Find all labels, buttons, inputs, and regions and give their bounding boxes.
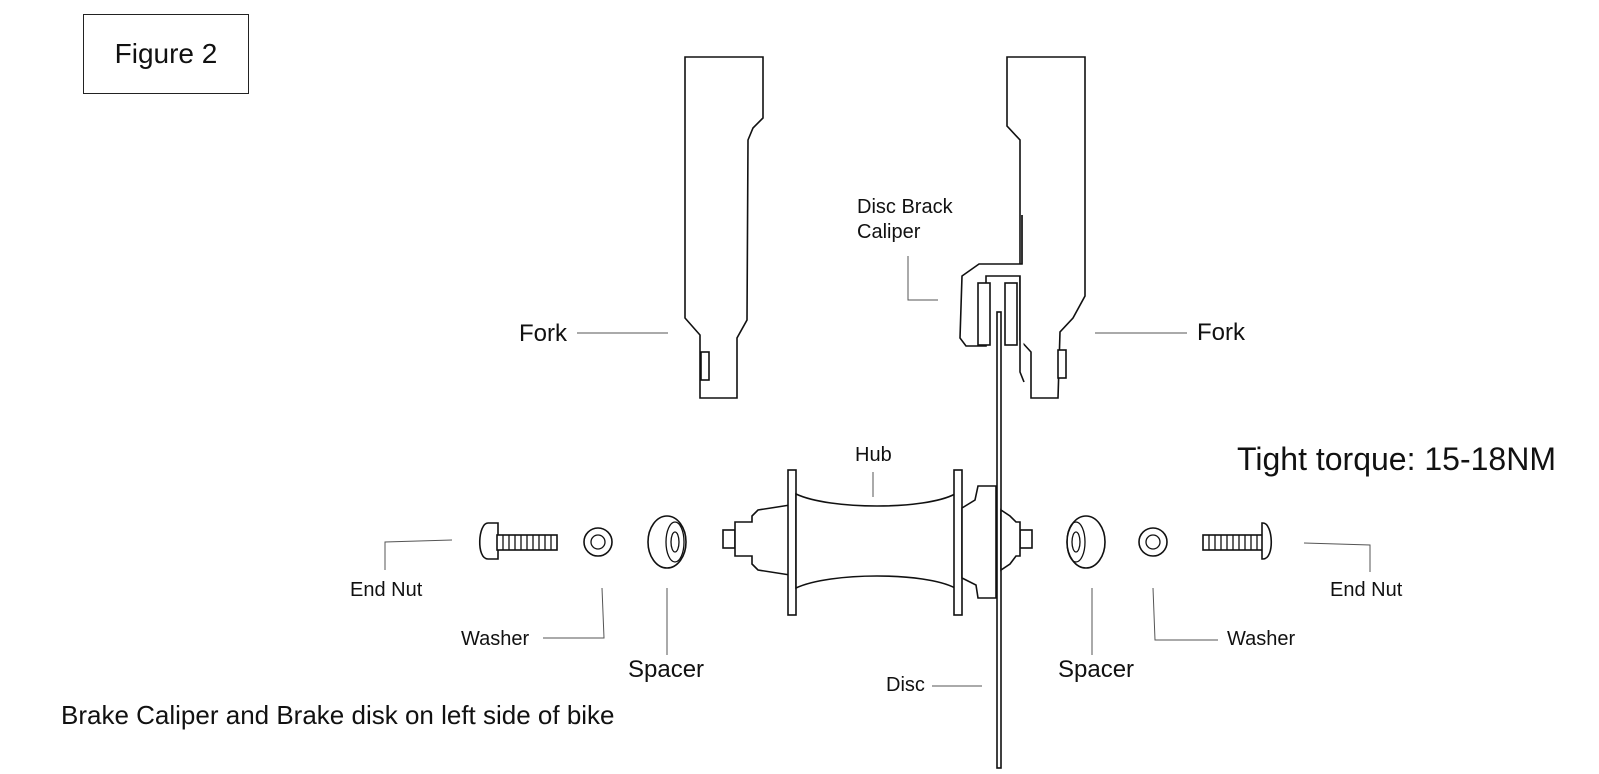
right-end-nut-drawing xyxy=(1202,522,1273,560)
fork-right-label: Fork xyxy=(1197,319,1245,346)
end-nut-right-label: End Nut xyxy=(1330,579,1403,601)
washer-left-label: Washer xyxy=(461,628,530,650)
figure-label: Figure 2 xyxy=(83,14,249,94)
hub-drawing xyxy=(722,469,1033,616)
hub-label: Hub xyxy=(855,444,892,466)
left-fork-drawing xyxy=(684,56,764,399)
right-spacer-drawing xyxy=(1066,515,1106,569)
caliper-label-line1: Disc Brack xyxy=(857,196,953,218)
fork-left-label: Fork xyxy=(519,320,567,347)
torque-note: Tight torque: 15-18NM xyxy=(1237,441,1556,477)
left-spacer-drawing xyxy=(647,515,687,569)
leader-lines xyxy=(384,256,1371,687)
disc-label: Disc xyxy=(886,674,925,696)
end-nut-left-label: End Nut xyxy=(350,579,423,601)
washer-right-label: Washer xyxy=(1227,628,1296,650)
caliper-drawing xyxy=(959,215,1025,383)
spacer-right-label: Spacer xyxy=(1058,656,1135,683)
right-fork-drawing xyxy=(1006,56,1086,399)
left-washer-drawing xyxy=(583,527,613,557)
caliper-label-line2: Caliper xyxy=(857,221,921,243)
right-washer-drawing xyxy=(1138,527,1168,557)
left-end-nut-drawing xyxy=(478,522,558,560)
spacer-left-label: Spacer xyxy=(628,656,705,683)
figure-caption: Brake Caliper and Brake disk on left sid… xyxy=(61,700,615,730)
